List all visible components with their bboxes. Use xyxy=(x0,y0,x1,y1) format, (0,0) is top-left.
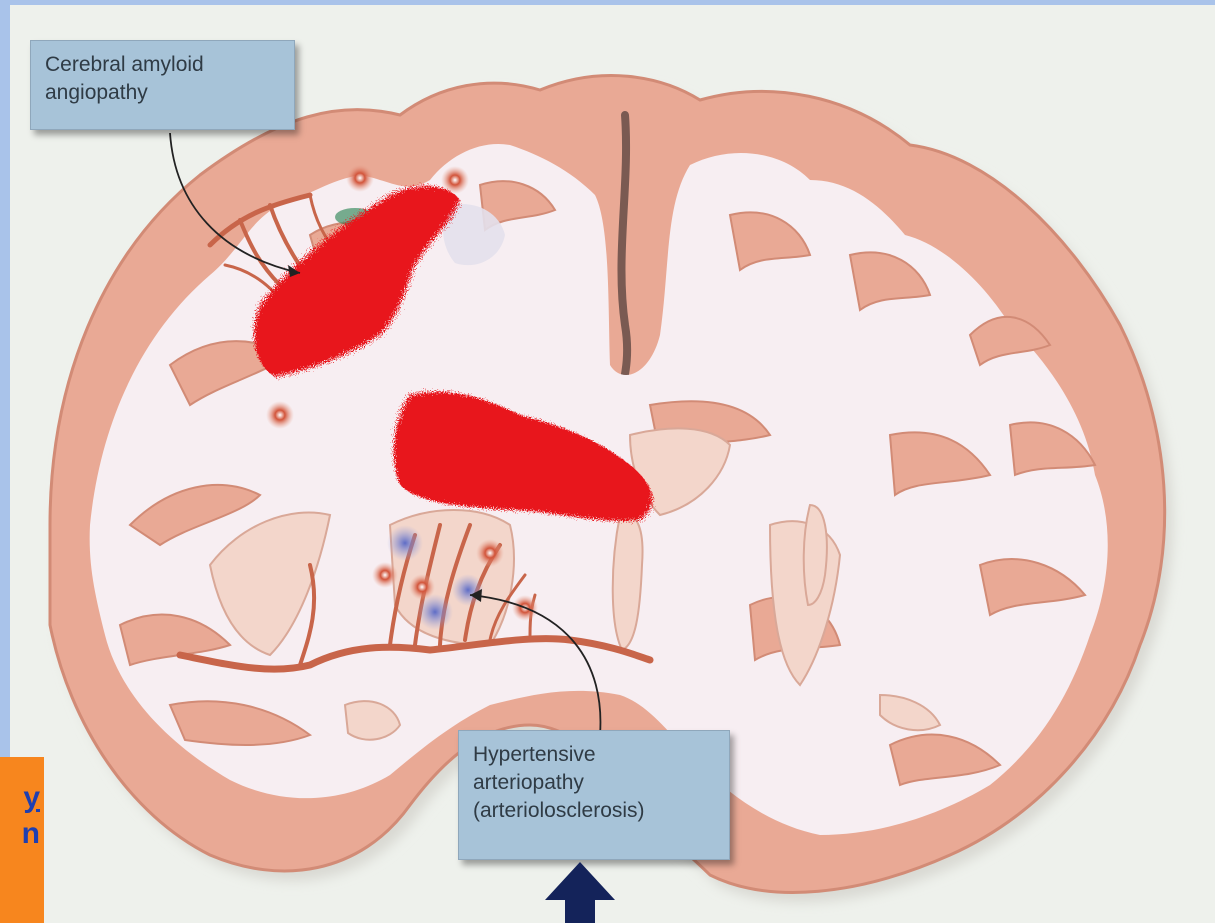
callout-line: arteriopathy xyxy=(473,769,715,797)
callout-line: angiopathy xyxy=(45,79,280,107)
callout-line: Hypertensive xyxy=(473,741,715,769)
side-label-box[interactable]: y n xyxy=(0,757,44,923)
callout-hypertensive-arteriopathy: Hypertensive arteriopathy (arterioloscle… xyxy=(458,730,730,860)
side-label-link[interactable]: y xyxy=(23,781,40,815)
callout-line: (arteriolosclerosis) xyxy=(473,797,715,825)
side-label-text: n xyxy=(22,817,40,851)
callout-cerebral-amyloid-angiopathy: Cerebral amyloid angiopathy xyxy=(30,40,295,130)
callout-line: Cerebral amyloid xyxy=(45,51,280,79)
up-arrow-icon[interactable] xyxy=(545,862,615,923)
